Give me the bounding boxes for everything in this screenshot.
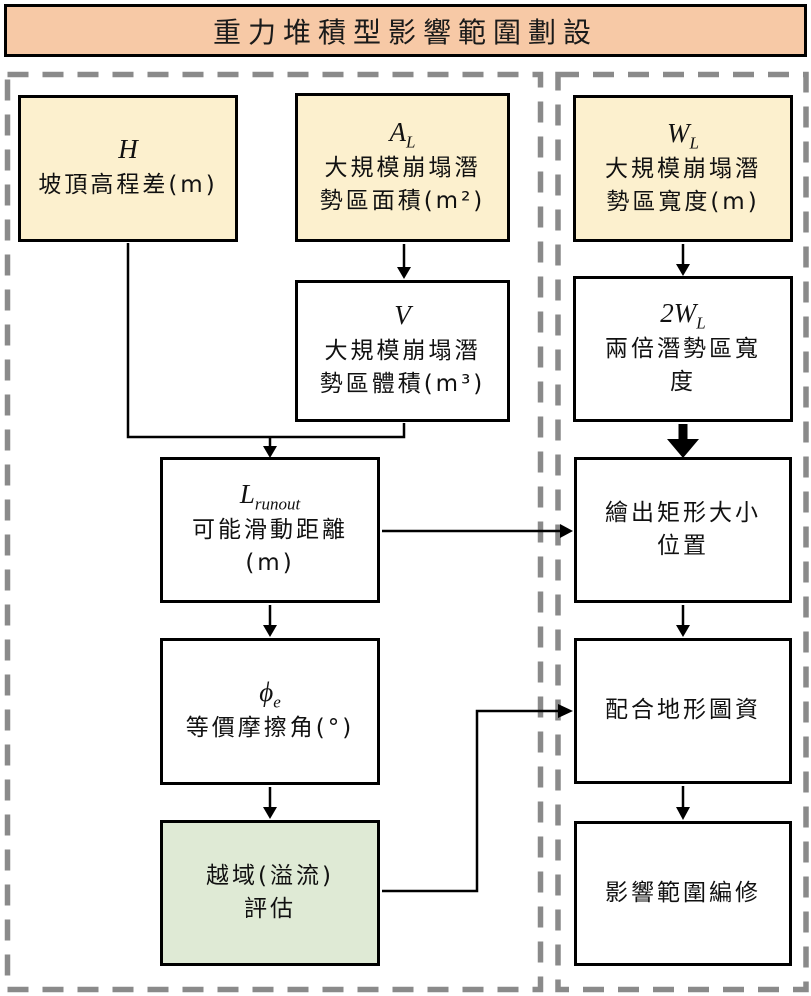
symbol-h: H bbox=[118, 134, 138, 165]
box-wl: WL 大規模崩塌潛 勢區寬度(m) bbox=[573, 95, 793, 242]
arrow-overflow-to-terrain bbox=[382, 704, 573, 893]
box-phie: ϕe 等價摩擦角(°) bbox=[160, 638, 380, 785]
box-range-edit-label: 影響範圍編修 bbox=[605, 879, 761, 906]
symbol-phie: ϕe bbox=[259, 677, 281, 712]
symbol-v: V bbox=[394, 300, 411, 331]
box-terrain-match-label: 配合地形圖資 bbox=[605, 697, 761, 724]
arrow-rect-to-terrain bbox=[676, 605, 690, 637]
arrow-lrunout-to-rect bbox=[382, 524, 573, 538]
box-2wl-label: 兩倍潛勢區寬 度 bbox=[605, 336, 761, 396]
symbol-lrunout: Lrunout bbox=[239, 479, 301, 514]
arrow-join-to-lrunout bbox=[263, 437, 277, 458]
diagram-title: 重力堆積型影響範圍劃設 bbox=[4, 4, 807, 57]
box-wl-label: 大規模崩塌潛 勢區寬度(m) bbox=[605, 155, 761, 215]
box-v-label: 大規模崩塌潛 勢區體積(m³) bbox=[319, 338, 486, 398]
arrow-lrunout-to-phie bbox=[263, 605, 277, 637]
box-h-label: 坡頂高程差(m) bbox=[38, 172, 218, 199]
arrow-wl-to-2wl bbox=[676, 244, 690, 276]
symbol-2wl: 2WL bbox=[660, 298, 706, 333]
arrow-terrain-to-edit bbox=[676, 786, 690, 820]
box-phie-label: 等價摩擦角(°) bbox=[185, 715, 355, 742]
box-v: V 大規模崩塌潛 勢區體積(m³) bbox=[295, 280, 510, 422]
symbol-wl: WL bbox=[667, 117, 699, 153]
box-lrunout: Lrunout 可能滑動距離 (m) bbox=[160, 457, 380, 603]
box-range-edit: 影響範圍編修 bbox=[574, 821, 792, 966]
box-draw-rectangle-label: 繪出矩形大小 位置 bbox=[605, 499, 761, 559]
box-overflow-label: 越域(溢流) 評估 bbox=[206, 862, 334, 922]
box-al: AL 大規模崩塌潛 勢區面積(m²) bbox=[295, 93, 510, 242]
box-overflow-assessment: 越域(溢流) 評估 bbox=[160, 820, 380, 966]
box-2wl: 2WL 兩倍潛勢區寬 度 bbox=[573, 276, 793, 422]
box-lrunout-label: 可能滑動距離 (m) bbox=[192, 517, 348, 577]
arrow-phie-to-overflow bbox=[263, 787, 277, 819]
box-al-label: 大規模崩塌潛 勢區面積(m²) bbox=[319, 154, 486, 214]
symbol-al: AL bbox=[389, 116, 416, 152]
arrow-al-to-v bbox=[397, 244, 411, 279]
box-h: H 坡頂高程差(m) bbox=[18, 95, 238, 242]
box-terrain-match: 配合地形圖資 bbox=[574, 638, 792, 784]
box-draw-rectangle: 繪出矩形大小 位置 bbox=[574, 457, 792, 603]
arrow-2wl-to-rect-thick bbox=[667, 424, 699, 458]
